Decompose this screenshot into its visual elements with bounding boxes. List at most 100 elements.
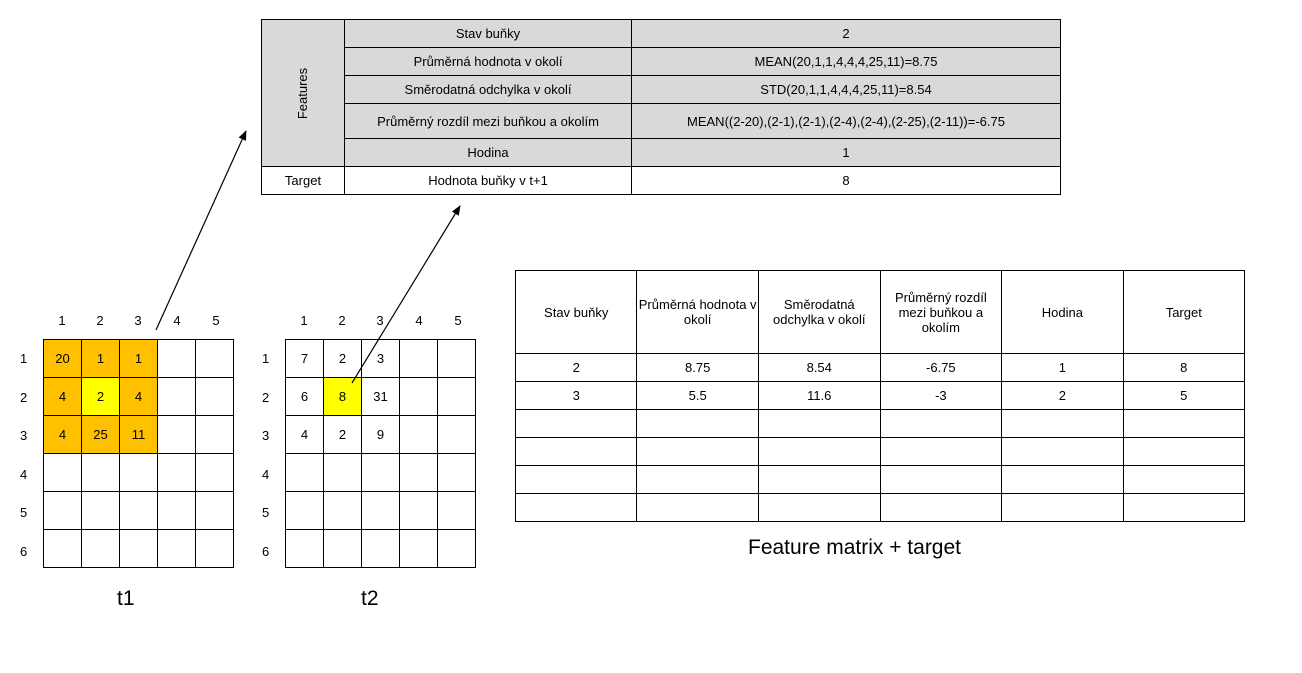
grid-cell xyxy=(119,529,158,568)
grid-cell xyxy=(157,377,196,416)
feature-name: Průměrný rozdíl mezi buňkou a okolím xyxy=(344,103,632,139)
grid-cell xyxy=(195,339,234,378)
grid-cell: 4 xyxy=(43,377,82,416)
fm-cell xyxy=(1001,437,1124,466)
row-number: 1 xyxy=(262,351,270,366)
feature-value: MEAN(20,1,1,4,4,4,25,11)=8.75 xyxy=(631,47,1061,76)
grid-cell: 2 xyxy=(323,415,362,454)
feature-name: Hodina xyxy=(344,138,632,167)
fm-header: Stav buňky xyxy=(514,270,638,354)
col-number: 3 xyxy=(376,313,384,328)
row-number: 2 xyxy=(262,390,270,405)
row-number: 6 xyxy=(20,544,28,559)
grid-cell xyxy=(119,491,158,530)
grid-t2: 7 2 3 6 8 31 4 2 9 xyxy=(285,339,476,568)
fm-cell xyxy=(1122,465,1246,494)
grid-cell-center: 2 xyxy=(81,377,120,416)
col-number: 3 xyxy=(134,313,142,328)
fm-cell xyxy=(514,493,638,522)
fm-cell xyxy=(636,493,759,522)
col-number: 1 xyxy=(58,313,66,328)
grid-cell xyxy=(43,491,82,530)
fm-cell xyxy=(1001,493,1124,522)
features-group-label: Features xyxy=(261,19,345,167)
row-number: 3 xyxy=(20,428,28,443)
fm-header: Průměrná hodnota v okolí xyxy=(636,270,759,354)
feature-name: Průměrná hodnota v okolí xyxy=(344,47,632,76)
arrow-t2-to-target xyxy=(351,205,461,384)
fm-cell: 5.5 xyxy=(636,381,759,410)
feature-value: 1 xyxy=(631,138,1061,167)
col-number: 1 xyxy=(300,313,308,328)
grid-t2-caption: t2 xyxy=(361,587,379,610)
feature-description-table: Features Stav buňky 2 Průměrná hodnota v… xyxy=(261,19,1061,195)
grid-cell xyxy=(437,453,476,492)
fm-cell xyxy=(1122,493,1246,522)
row-number: 6 xyxy=(262,544,270,559)
grid-cell xyxy=(157,529,196,568)
grid-cell xyxy=(157,415,196,454)
grid-cell xyxy=(399,415,438,454)
fm-cell xyxy=(1122,437,1246,466)
fm-cell xyxy=(636,465,759,494)
fm-cell xyxy=(879,465,1003,494)
grid-cell xyxy=(437,415,476,454)
grid-cell: 11 xyxy=(119,415,158,454)
fm-cell: -3 xyxy=(879,381,1003,410)
fm-cell: 8.75 xyxy=(636,353,759,382)
fm-cell xyxy=(1001,409,1124,438)
feature-matrix-caption: Feature matrix + target xyxy=(748,536,962,559)
fm-cell xyxy=(757,409,881,438)
feature-value: MEAN((2-20),(2-1),(2-1),(2-4),(2-4),(2-2… xyxy=(631,103,1061,139)
feature-matrix-table: Stav buňky Průměrná hodnota v okolí Směr… xyxy=(514,270,1246,522)
grid-cell: 1 xyxy=(81,339,120,378)
grid-cell xyxy=(437,339,476,378)
feature-value: STD(20,1,1,4,4,4,25,11)=8.54 xyxy=(631,75,1061,104)
row-number: 1 xyxy=(20,351,28,366)
grid-cell: 4 xyxy=(285,415,324,454)
target-label: Target xyxy=(261,166,345,195)
grid-cell xyxy=(285,529,324,568)
grid-cell xyxy=(437,529,476,568)
fm-cell: 11.6 xyxy=(757,381,881,410)
row-number: 3 xyxy=(262,428,270,443)
row-number: 5 xyxy=(262,505,270,520)
fm-header: Směrodatná odchylka v okolí xyxy=(757,270,881,354)
row-number: 2 xyxy=(20,390,28,405)
grid-cell xyxy=(195,415,234,454)
grid-cell xyxy=(195,453,234,492)
row-number: 4 xyxy=(262,467,270,482)
fm-cell xyxy=(757,493,881,522)
col-number: 2 xyxy=(96,313,104,328)
row-number: 4 xyxy=(20,467,28,482)
grid-cell: 1 xyxy=(119,339,158,378)
grid-cell xyxy=(361,453,400,492)
grid-cell xyxy=(399,453,438,492)
grid-cell xyxy=(157,491,196,530)
fm-header: Průměrný rozdíl mezi buňkou a okolím xyxy=(879,270,1003,354)
grid-cell xyxy=(43,529,82,568)
fm-cell xyxy=(879,437,1003,466)
fm-cell: 1 xyxy=(1001,353,1124,382)
fm-cell xyxy=(757,437,881,466)
fm-cell xyxy=(636,437,759,466)
grid-cell: 7 xyxy=(285,339,324,378)
grid-cell: 9 xyxy=(361,415,400,454)
feature-name: Směrodatná odchylka v okolí xyxy=(344,75,632,104)
grid-cell: 31 xyxy=(361,377,400,416)
fm-cell xyxy=(514,409,638,438)
grid-cell: 4 xyxy=(119,377,158,416)
grid-cell xyxy=(361,529,400,568)
fm-cell xyxy=(757,465,881,494)
grid-cell xyxy=(399,529,438,568)
row-number: 5 xyxy=(20,505,28,520)
target-value: 8 xyxy=(631,166,1061,195)
target-name: Hodnota buňky v t+1 xyxy=(344,166,632,195)
grid-cell xyxy=(399,339,438,378)
grid-cell xyxy=(285,453,324,492)
grid-cell: 20 xyxy=(43,339,82,378)
col-number: 5 xyxy=(212,313,220,328)
grid-cell: 4 xyxy=(43,415,82,454)
col-number: 4 xyxy=(173,313,181,328)
